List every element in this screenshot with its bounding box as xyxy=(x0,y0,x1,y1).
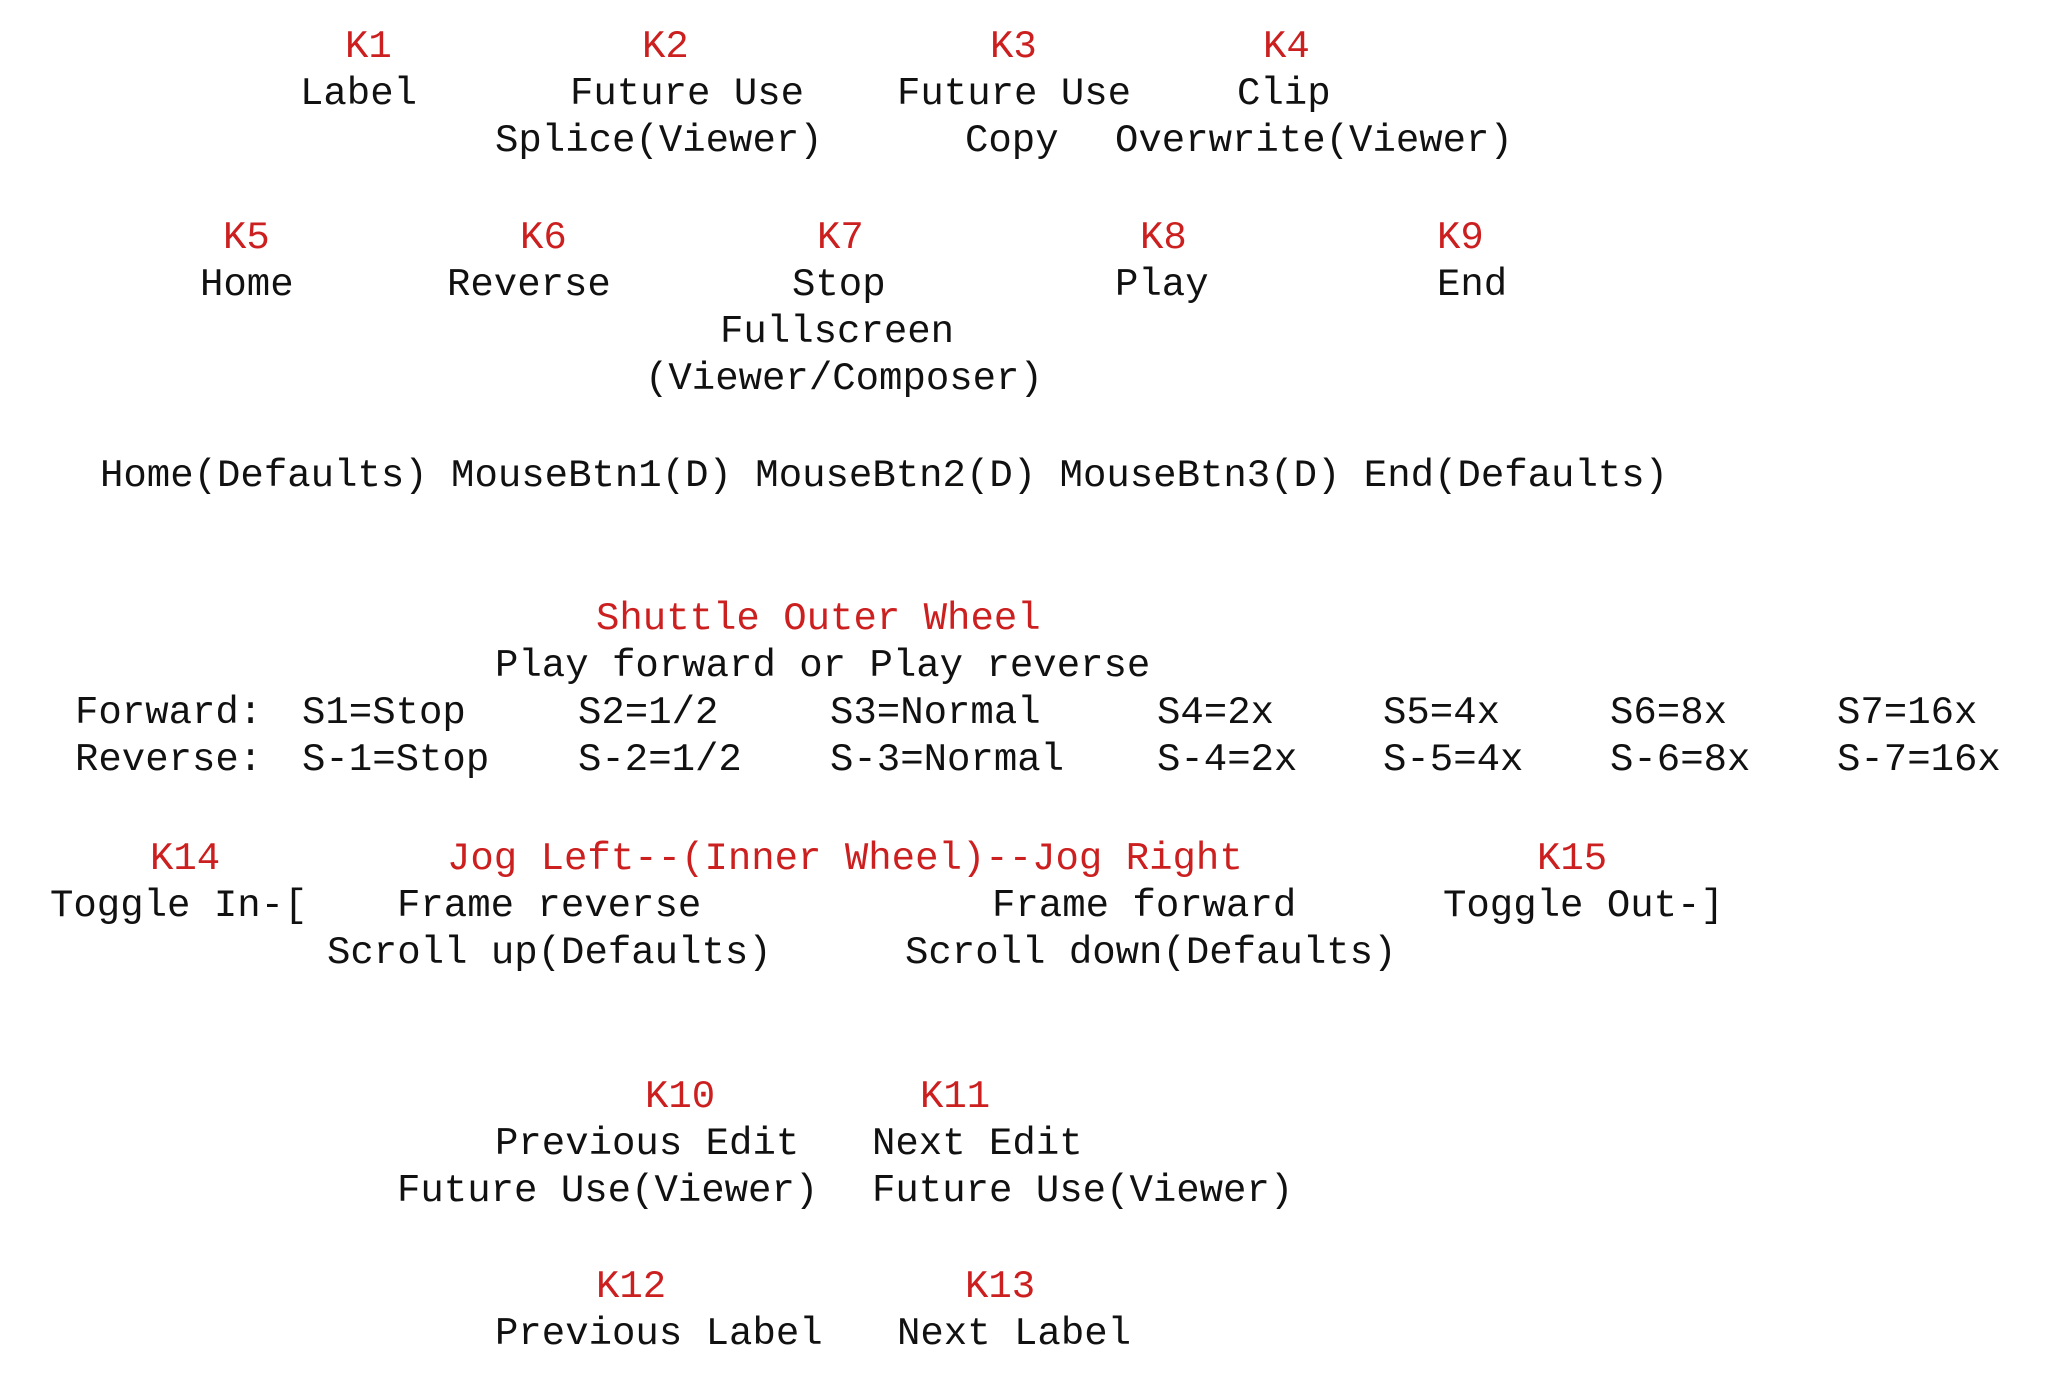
k10-line-1: Previous Edit xyxy=(495,1122,800,1166)
k7-id: K7 xyxy=(817,216,864,260)
k2-line-2: Splice(Viewer) xyxy=(495,119,823,163)
k1-line-1: Label xyxy=(300,72,418,116)
k15-line-1: Toggle Out-] xyxy=(1443,884,1724,928)
k14-line-1: Toggle In-[ xyxy=(50,884,308,928)
forward-step-7: S7=16x xyxy=(1837,691,1978,735)
k7-line-1: Stop xyxy=(792,263,886,307)
jog-left-line-2: Scroll up(Defaults) xyxy=(327,931,772,975)
forward-step-3: S3=Normal xyxy=(830,691,1041,735)
k10-line-2: Future Use(Viewer) xyxy=(397,1169,819,1213)
k7-line-3: (Viewer/Composer) xyxy=(645,357,1043,401)
k12-line-1: Previous Label xyxy=(495,1312,823,1356)
k13-id: K13 xyxy=(965,1265,1036,1309)
k11-line-1: Next Edit xyxy=(872,1122,1083,1166)
k6-line-1: Reverse xyxy=(447,263,611,307)
k14-id: K14 xyxy=(150,837,221,881)
k3-line-1: Future Use xyxy=(897,72,1132,116)
reverse-step-1: S-1=Stop xyxy=(302,738,490,782)
k5-line-1: Home xyxy=(200,263,294,307)
forward-step-5: S5=4x xyxy=(1383,691,1501,735)
forward-label: Forward: xyxy=(75,691,263,735)
reverse-step-5: S-5=4x xyxy=(1383,738,1524,782)
reverse-step-4: S-4=2x xyxy=(1157,738,1298,782)
reverse-step-2: S-2=1/2 xyxy=(578,738,742,782)
k9-line-1: End xyxy=(1437,263,1508,307)
k5-id: K5 xyxy=(223,216,270,260)
k1-id: K1 xyxy=(345,25,392,69)
jog-title: Jog Left--(Inner Wheel)--Jog Right xyxy=(447,837,1243,881)
jog-right-line-1: Frame forward xyxy=(992,884,1297,928)
shuttle-title: Shuttle Outer Wheel xyxy=(596,597,1041,641)
k2-id: K2 xyxy=(642,25,689,69)
k10-id: K10 xyxy=(645,1075,716,1119)
k4-line-1: Clip xyxy=(1237,72,1331,116)
k11-line-2: Future Use(Viewer) xyxy=(872,1169,1294,1213)
k2-line-1: Future Use xyxy=(570,72,805,116)
forward-step-1: S1=Stop xyxy=(302,691,466,735)
reverse-label: Reverse: xyxy=(75,738,263,782)
jog-right-line-2: Scroll down(Defaults) xyxy=(905,931,1397,975)
jog-left-line-1: Frame reverse xyxy=(397,884,702,928)
k13-line-1: Next Label xyxy=(897,1312,1132,1356)
k12-id: K12 xyxy=(596,1265,667,1309)
k6-id: K6 xyxy=(520,216,567,260)
k11-id: K11 xyxy=(920,1075,991,1119)
reverse-step-7: S-7=16x xyxy=(1837,738,2001,782)
k15-id: K15 xyxy=(1537,837,1608,881)
k3-id: K3 xyxy=(990,25,1037,69)
k4-line-2: Overwrite(Viewer) xyxy=(1115,119,1513,163)
reverse-step-6: S-6=8x xyxy=(1610,738,1751,782)
k8-id: K8 xyxy=(1140,216,1187,260)
defaults-row: Home(Defaults) MouseBtn1(D) MouseBtn2(D)… xyxy=(100,454,1669,498)
k9-id: K9 xyxy=(1437,216,1484,260)
k4-id: K4 xyxy=(1263,25,1310,69)
reverse-step-3: S-3=Normal xyxy=(830,738,1065,782)
shuttle-subtitle: Play forward or Play reverse xyxy=(495,644,1151,688)
k8-line-1: Play xyxy=(1115,263,1209,307)
k7-line-2: Fullscreen xyxy=(720,310,955,354)
k3-line-2: Copy xyxy=(965,119,1059,163)
forward-step-6: S6=8x xyxy=(1610,691,1728,735)
forward-step-4: S4=2x xyxy=(1157,691,1275,735)
forward-step-2: S2=1/2 xyxy=(578,691,719,735)
